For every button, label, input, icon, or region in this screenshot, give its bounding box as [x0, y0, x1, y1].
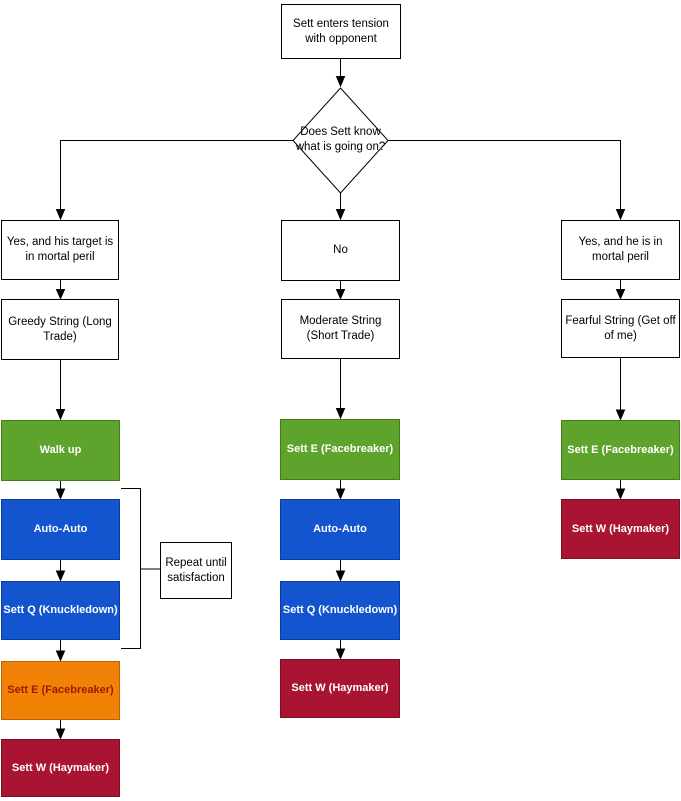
repeat-note: Repeat until satisfaction: [160, 542, 232, 599]
arrowhead: [55, 289, 66, 300]
arrowhead: [55, 570, 66, 582]
arrowhead: [615, 209, 626, 221]
step-sett-e-left: Sett E (Facebreaker): [1, 661, 120, 720]
step-walk-up: Walk up: [1, 420, 120, 481]
edge-decision-to-left: [60, 140, 293, 210]
arrowhead: [335, 408, 346, 420]
step-sett-w-right: Sett W (Haymaker): [561, 499, 680, 559]
arrowhead: [335, 648, 346, 660]
arrowhead: [55, 488, 66, 500]
arrowhead: [335, 570, 346, 582]
arrowhead: [55, 209, 66, 221]
arrowhead: [335, 209, 346, 221]
edge-decision-to-right: [388, 140, 621, 210]
left-strategy-node: Greedy String (Long Trade): [1, 299, 119, 360]
right-strategy-node: Fearful String (Get off of me): [561, 299, 680, 358]
arrowhead: [335, 289, 346, 300]
middle-condition-node: No: [281, 220, 400, 281]
left-condition-node: Yes, and his target is in mortal peril: [1, 220, 119, 280]
step-auto-auto-left: Auto-Auto: [1, 499, 120, 560]
right-condition-node: Yes, and he is in mortal peril: [561, 220, 680, 280]
step-sett-e-middle: Sett E (Facebreaker): [280, 419, 400, 480]
arrowhead: [335, 76, 346, 88]
arrowhead: [615, 409, 626, 421]
arrowhead: [615, 488, 626, 500]
arrowhead: [615, 289, 626, 300]
step-sett-q-left: Sett Q (Knuckledown): [1, 581, 120, 640]
step-sett-e-right: Sett E (Facebreaker): [561, 420, 680, 480]
step-sett-w-middle: Sett W (Haymaker): [280, 659, 400, 718]
middle-strategy-node: Moderate String (Short Trade): [281, 299, 400, 359]
decision-label: Does Sett know what is going on?: [295, 126, 386, 153]
repeat-bracket: [121, 488, 141, 649]
arrowhead: [335, 488, 346, 500]
arrowhead: [55, 650, 66, 662]
arrowhead: [55, 409, 66, 421]
step-sett-q-middle: Sett Q (Knuckledown): [280, 581, 400, 640]
step-auto-auto-middle: Auto-Auto: [280, 499, 400, 560]
step-sett-w-left: Sett W (Haymaker): [1, 739, 120, 797]
arrowhead: [55, 728, 66, 740]
start-node: Sett enters tension with opponent: [281, 4, 401, 59]
